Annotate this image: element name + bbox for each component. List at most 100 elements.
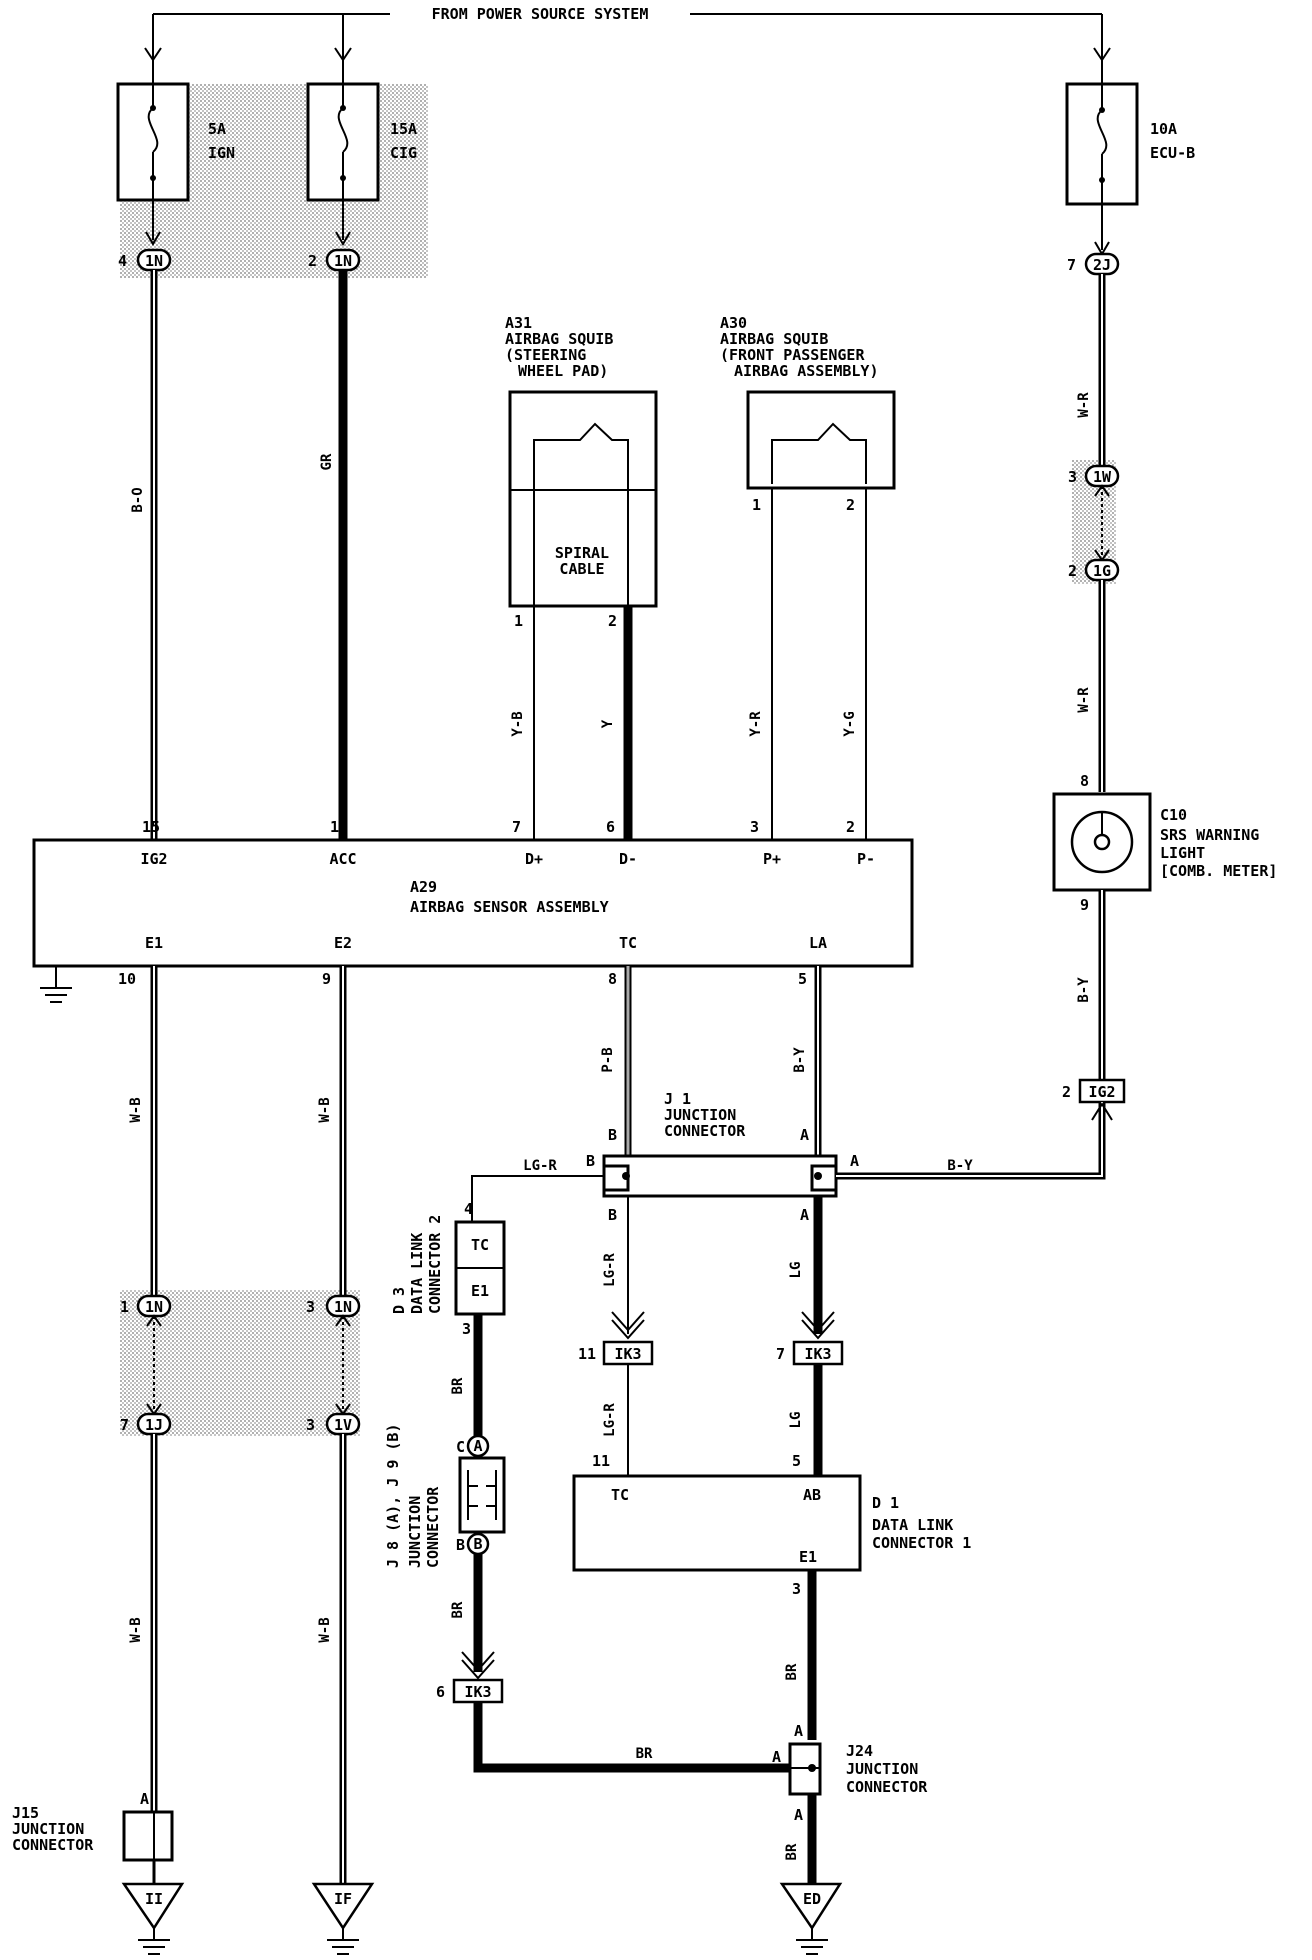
svg-text:5: 5: [792, 1452, 801, 1470]
svg-text:CONNECTOR: CONNECTOR: [846, 1778, 928, 1796]
svg-text:IK3: IK3: [804, 1345, 831, 1363]
svg-text:JUNCTION: JUNCTION: [846, 1760, 918, 1778]
fuse-ecu-b-name: ECU-B: [1150, 144, 1195, 162]
svg-text:B: B: [608, 1206, 617, 1224]
svg-text:CONNECTOR: CONNECTOR: [424, 1486, 442, 1568]
svg-text:6: 6: [436, 1683, 445, 1701]
svg-text:(STEERING: (STEERING: [505, 346, 586, 364]
svg-text:4: 4: [464, 1200, 473, 1218]
svg-text:WHEEL PAD): WHEEL PAD): [518, 362, 608, 380]
wire-b-o: B-O: [130, 270, 158, 840]
svg-text:LG-R: LG-R: [523, 1158, 557, 1174]
wire-gr: GR: [319, 270, 348, 840]
wire-br-d1: BR: [784, 1570, 817, 1740]
svg-text:Y-B: Y-B: [510, 711, 526, 736]
svg-text:10: 10: [118, 970, 136, 988]
junction-connector-j8-j9: A C B B J 8 (A), J 9 (B) JUNCTION CONNEC…: [384, 1424, 506, 1569]
svg-text:1: 1: [120, 1298, 129, 1316]
wire-w-b-e2-upper: W-B: [317, 966, 347, 1296]
connector-1n-e1: 1N 1: [120, 1294, 172, 1318]
svg-text:AIRBAG SQUIB: AIRBAG SQUIB: [505, 330, 613, 348]
svg-text:1N: 1N: [334, 1298, 352, 1316]
svg-text:B-Y: B-Y: [792, 1047, 808, 1073]
srs-warning-light: 8 9 C10 SRS WARNING LIGHT [COMB. METER]: [1052, 772, 1277, 914]
svg-text:W-B: W-B: [317, 1617, 333, 1642]
svg-text:TC: TC: [471, 1236, 489, 1254]
svg-text:C: C: [456, 1438, 465, 1456]
svg-text:1V: 1V: [334, 1416, 352, 1434]
svg-text:B: B: [473, 1535, 482, 1553]
svg-text:1N: 1N: [145, 1298, 163, 1316]
svg-text:B-Y: B-Y: [1076, 977, 1092, 1003]
svg-text:AIRBAG ASSEMBLY): AIRBAG ASSEMBLY): [734, 362, 879, 380]
svg-text:11: 11: [578, 1345, 596, 1363]
j8-j9-title: J 8 (A), J 9 (B): [384, 1424, 402, 1569]
pin-7: 7: [1067, 256, 1076, 274]
connector-1v: 1V 3: [306, 1412, 361, 1436]
svg-text:BR: BR: [450, 1377, 466, 1394]
svg-text:CONNECTOR: CONNECTOR: [12, 1836, 94, 1854]
svg-text:6: 6: [606, 818, 615, 836]
data-link-connector-2: 4 TC E1 3 D 3 DATA LINK CONNECTOR 2: [390, 1200, 506, 1338]
sensor-name: AIRBAG SENSOR ASSEMBLY: [410, 898, 609, 916]
data-link-connector-1: 11 5 TC AB E1 3 D 1 DATA LINK CONNECTOR …: [572, 1452, 971, 1598]
svg-text:9: 9: [322, 970, 331, 988]
connector-1g: 1G 2: [1068, 558, 1120, 582]
svg-text:A: A: [140, 1790, 149, 1808]
svg-text:BR: BR: [636, 1746, 653, 1762]
ground-if-icon: IF: [311, 1882, 375, 1955]
svg-text:2: 2: [608, 612, 617, 630]
svg-text:GR: GR: [319, 453, 335, 470]
svg-text:A: A: [800, 1206, 809, 1224]
svg-text:LG: LG: [788, 1412, 804, 1429]
svg-text:LIGHT: LIGHT: [1160, 844, 1205, 862]
svg-text:P-: P-: [857, 850, 875, 868]
svg-text:W-R: W-R: [1076, 687, 1092, 713]
connector-1n-e2: 1N 3: [306, 1294, 361, 1318]
svg-text:B-O: B-O: [130, 487, 146, 512]
svg-text:JUNCTION: JUNCTION: [406, 1496, 424, 1568]
svg-text:E1: E1: [799, 1548, 817, 1566]
svg-text:SRS WARNING: SRS WARNING: [1160, 826, 1259, 844]
connector-1j: 1J 7: [120, 1412, 172, 1436]
srs-warning-light-id: C10: [1160, 806, 1187, 824]
svg-text:ED: ED: [803, 1890, 821, 1908]
svg-text:IK3: IK3: [464, 1683, 491, 1701]
svg-text:16: 16: [330, 818, 348, 836]
wire-b-y-to-ig2: B-Y: [836, 1102, 1113, 1180]
svg-text:Y-R: Y-R: [748, 711, 764, 737]
wire-lg-r-to-d3: LG-R: [471, 1158, 604, 1222]
svg-text:2: 2: [846, 496, 855, 514]
fuse-ign: 5A IGN: [116, 60, 235, 246]
svg-text:P-B: P-B: [600, 1047, 616, 1072]
power-source-title: FROM POWER SOURCE SYSTEM: [432, 5, 649, 23]
svg-text:7: 7: [512, 818, 521, 836]
wire-b-y-right: B-Y: [1076, 890, 1106, 1080]
svg-text:1: 1: [752, 496, 761, 514]
svg-text:Y: Y: [600, 719, 616, 728]
wire-br-ground: BR: [784, 1794, 817, 1884]
wire-y-g: Y-G: [842, 488, 867, 840]
svg-text:7: 7: [120, 1416, 129, 1434]
svg-text:8: 8: [608, 970, 617, 988]
wire-w-b-e2-lower: W-B: [317, 1434, 347, 1884]
connector-2j: 2J 7: [1067, 252, 1120, 276]
connector-ig2: IG2 2: [1062, 1078, 1126, 1104]
svg-text:W-B: W-B: [128, 1097, 144, 1122]
svg-text:E1: E1: [471, 1282, 489, 1300]
svg-text:A: A: [800, 1126, 809, 1144]
a30-id: A30: [720, 314, 747, 332]
fuse-ign-amp: 5A: [208, 120, 226, 138]
sensor-id: A29: [410, 878, 437, 896]
svg-text:B: B: [608, 1126, 617, 1144]
junction-connector-j15: A J15 JUNCTION CONNECTOR: [12, 1790, 174, 1884]
fuse-cig-amp: 15A: [390, 120, 417, 138]
svg-text:IF: IF: [334, 1890, 352, 1908]
svg-text:B-Y: B-Y: [947, 1158, 973, 1174]
svg-text:BR: BR: [450, 1601, 466, 1618]
svg-text:15: 15: [142, 818, 160, 836]
svg-text:11: 11: [592, 1452, 610, 1470]
connector-ik3-6: IK3 6: [436, 1678, 504, 1704]
wire-y-b: Y-B: [510, 606, 535, 840]
connector-1n-ign: 1N 4: [118, 248, 172, 272]
